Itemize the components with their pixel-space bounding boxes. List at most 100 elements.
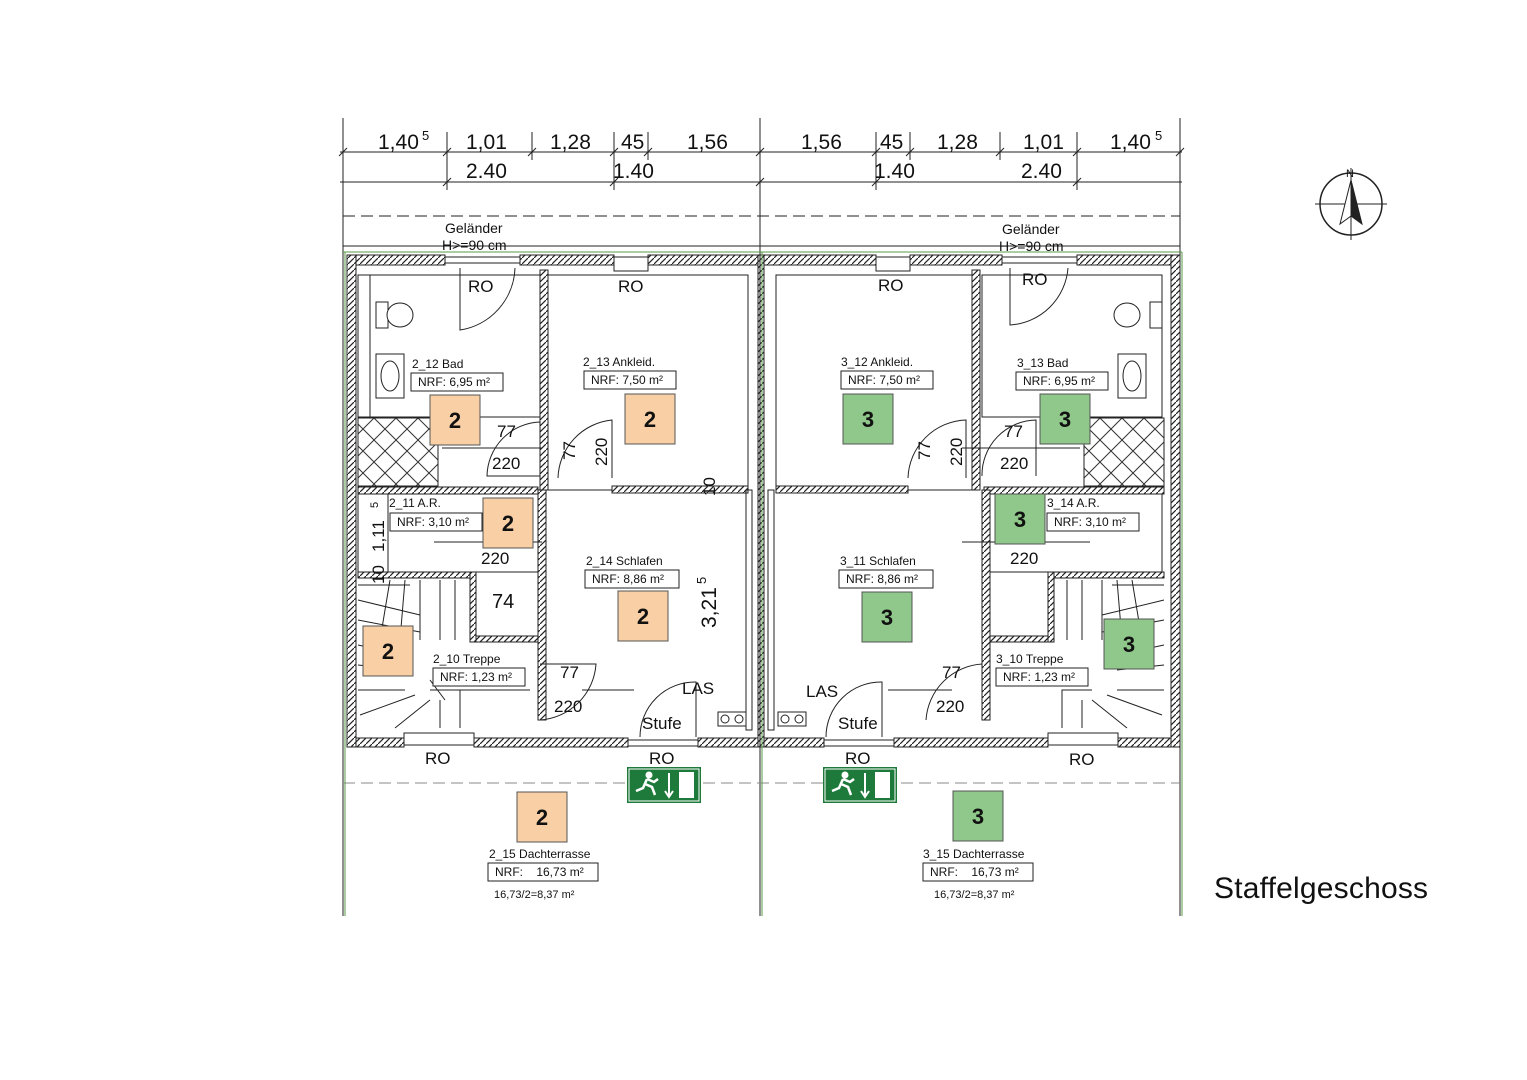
dim-220: 220 xyxy=(492,454,520,473)
plan-annotations: RO RO RO RO RO RO RO RO 220 77 77 220 10… xyxy=(369,270,1095,769)
north-compass-icon: N xyxy=(1315,168,1387,240)
dim-220: 220 xyxy=(1000,454,1028,473)
railing-right-1: Geländer xyxy=(1002,221,1060,237)
ro-label: RO xyxy=(878,276,904,295)
dim-10: 10 xyxy=(369,565,388,584)
room-name: 3_15 Dachterrasse xyxy=(923,847,1025,861)
unit-badges-right: 3 3 3 3 3 3 xyxy=(842,393,1155,842)
ro-label: RO xyxy=(618,277,644,296)
las-label: LAS xyxy=(682,679,714,698)
dim-left-a-sup: 5 xyxy=(422,128,429,143)
unit-badge: 3 xyxy=(881,605,893,630)
room-name: 2_15 Dachterrasse xyxy=(489,847,591,861)
railing-left-1: Geländer xyxy=(445,220,503,236)
dim-right-e-sup: 5 xyxy=(1155,128,1162,143)
interior-walls-right xyxy=(767,269,1165,731)
sheet-title: Staffelgeschoss xyxy=(1214,872,1429,905)
dim-77: 77 xyxy=(560,663,579,682)
room-nrf: NRF: 3,10 m² xyxy=(1054,515,1126,529)
windows xyxy=(403,256,1119,747)
room-nrf: NRF: 8,86 m² xyxy=(846,572,918,586)
door-icon xyxy=(679,772,694,798)
north-label: N xyxy=(1346,168,1354,180)
dim-220: 220 xyxy=(1010,549,1038,568)
room-name: 3_10 Treppe xyxy=(996,652,1064,666)
room-name: 3_11 Schlafen xyxy=(840,554,916,568)
unit-badge: 2 xyxy=(644,407,656,432)
las-label: LAS xyxy=(806,682,838,701)
unit-badge: 2 xyxy=(536,805,548,830)
unit-badge: 2 xyxy=(637,604,649,629)
shower-area-right xyxy=(1083,417,1165,487)
las-fixtures xyxy=(717,711,807,727)
ro-label: RO xyxy=(1069,750,1095,769)
dim-right-f: 1.40 xyxy=(874,160,915,183)
dim-right-g: 2.40 xyxy=(1021,160,1062,183)
unit-badge: 3 xyxy=(972,804,984,829)
room-nrf: NRF: 16,73 m² xyxy=(495,865,584,879)
ro-label: RO xyxy=(1022,270,1048,289)
unit-badge: 3 xyxy=(1014,507,1026,532)
dim-321-sup: 5 xyxy=(694,577,709,584)
railing-labels: Geländer H>=90 cm Geländer H>=90 cm xyxy=(442,220,1064,254)
ro-label: RO xyxy=(425,749,451,768)
shower-area-left xyxy=(357,417,439,487)
unit-badge: 2 xyxy=(502,511,514,536)
room-labels-left: 2_12 Bad NRF: 6,95 m² 2_13 Ankleid. NRF:… xyxy=(389,355,680,901)
dim-left-d: 45 xyxy=(621,131,644,154)
dim-right-a: 1,56 xyxy=(801,131,842,154)
dim-right-c: 1,28 xyxy=(937,131,978,154)
room-name: 3_13 Bad xyxy=(1017,356,1068,370)
dimension-labels: 1,40 5 1,01 1,28 45 1,56 2.40 1.40 1,56 … xyxy=(378,128,1162,183)
emergency-exit-sign-right xyxy=(823,767,897,803)
unit-badge: 3 xyxy=(862,407,874,432)
running-person-icon xyxy=(635,771,659,796)
ro-label: RO xyxy=(468,277,494,296)
terrace-calc: 16,73/2=8,37 m² xyxy=(494,889,575,901)
door-swings xyxy=(459,267,1069,738)
unit-badge: 2 xyxy=(449,408,461,433)
dim-77: 77 xyxy=(560,441,579,460)
dim-left-c: 1,28 xyxy=(550,131,591,154)
room-nrf: NRF: 7,50 m² xyxy=(848,373,920,387)
room-name: 2_11 A.R. xyxy=(389,496,441,510)
room-name: 2_10 Treppe xyxy=(433,652,501,666)
dim-220: 220 xyxy=(592,438,611,466)
sanitary-fixtures xyxy=(375,301,1163,399)
running-person-icon xyxy=(831,771,855,796)
dim-lines-interior xyxy=(434,447,1090,691)
dim-220: 220 xyxy=(481,549,509,568)
room-name: 3_14 A.R. xyxy=(1047,496,1100,510)
dim-220: 220 xyxy=(554,697,582,716)
dim-77: 77 xyxy=(915,441,934,460)
dim-77: 77 xyxy=(942,663,961,682)
room-labels-right: 3_12 Ankleid. NRF: 7,50 m² 3_13 Bad NRF:… xyxy=(838,355,1140,901)
room-nrf: NRF: 1,23 m² xyxy=(1003,670,1075,684)
unit-badge: 2 xyxy=(382,639,394,664)
room-name: 3_12 Ankleid. xyxy=(841,355,913,369)
room-name: 2_14 Schlafen xyxy=(586,554,663,568)
dim-1115-sup: 5 xyxy=(369,502,381,508)
exit-arrow-icon xyxy=(664,773,674,799)
dim-321: 3,21 xyxy=(698,587,721,628)
ro-label: RO xyxy=(649,749,675,768)
room-nrf: NRF: 6,95 m² xyxy=(418,375,490,389)
dim-74: 74 xyxy=(492,591,514,613)
room-nrf: NRF: 1,23 m² xyxy=(440,670,512,684)
railing-right-2: H>=90 cm xyxy=(999,238,1064,254)
dim-77: 77 xyxy=(497,422,516,441)
dim-left-a: 1,40 xyxy=(378,131,419,154)
dim-220: 220 xyxy=(947,438,966,466)
dim-1115: 1,11 xyxy=(369,520,388,552)
room-name: 2_12 Bad xyxy=(412,357,463,371)
stufe-label: Stufe xyxy=(642,714,682,733)
dim-right-e: 1,40 xyxy=(1110,131,1151,154)
railing-left-2: H>=90 cm xyxy=(442,237,507,253)
exit-arrow-icon xyxy=(860,773,870,799)
room-nrf: NRF: 3,10 m² xyxy=(397,515,469,529)
room-nrf: NRF: 16,73 m² xyxy=(930,865,1019,879)
dim-left-e: 1,56 xyxy=(687,131,728,154)
room-nrf: NRF: 8,86 m² xyxy=(592,572,664,586)
dim-right-d: 1,01 xyxy=(1023,131,1064,154)
